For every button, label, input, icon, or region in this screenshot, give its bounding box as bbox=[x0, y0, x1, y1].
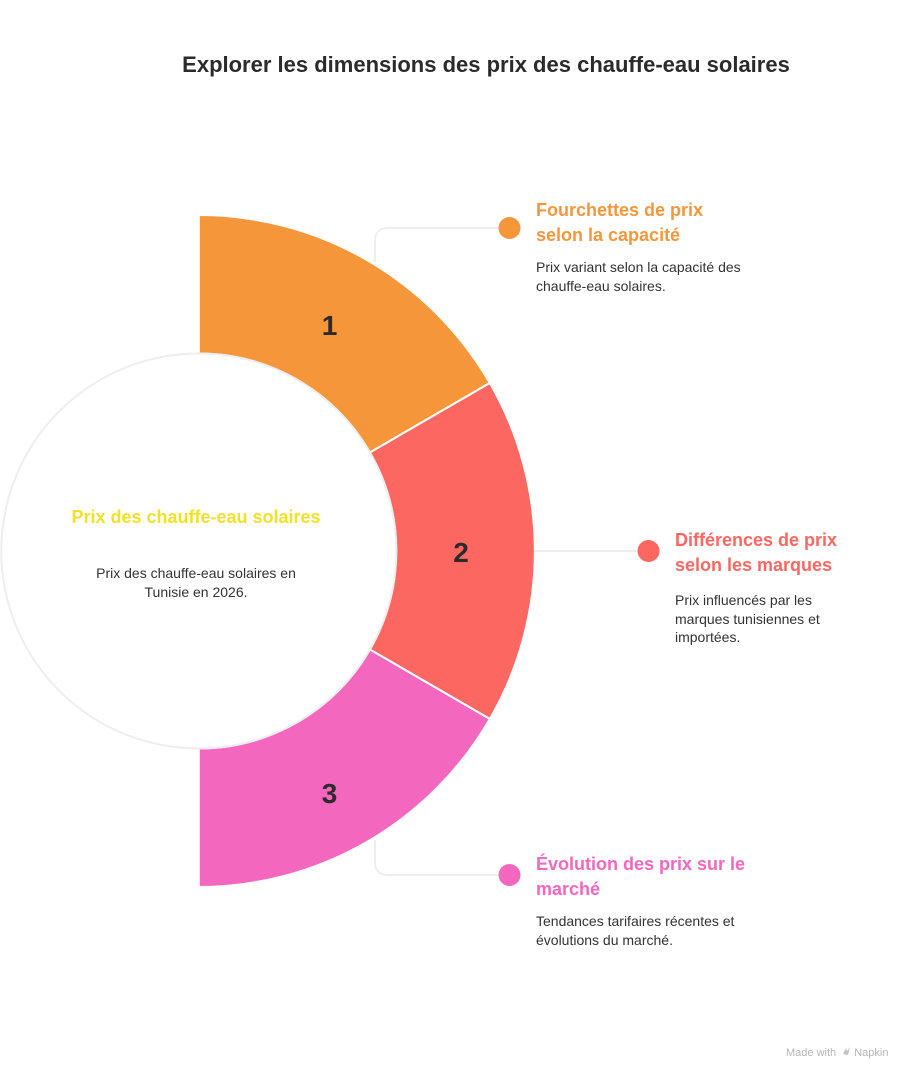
segment-1-number: 1 bbox=[322, 310, 338, 341]
segment-2-title: Différences de prix selon les marques bbox=[675, 530, 838, 575]
segment-1-description: Prix variant selon la capacité des chauf… bbox=[536, 259, 741, 294]
marker-dot-1 bbox=[498, 217, 521, 239]
page-title: Explorer les dimensions des prix des cha… bbox=[182, 52, 790, 77]
segment-1-title: Fourchettes de prix selon la capacité bbox=[536, 200, 704, 245]
connector-1 bbox=[374, 227, 498, 262]
segment-2-description: Prix influencés par les marques tunisien… bbox=[675, 592, 820, 645]
marker-dot-2 bbox=[637, 540, 660, 562]
connector-3 bbox=[374, 840, 498, 876]
segment-3-title: Évolution des prix sur le marché bbox=[536, 854, 746, 899]
footer-made-with: Made with bbox=[786, 1047, 837, 1059]
center-description: Prix des chauffe-eau solaires en Tunisie… bbox=[96, 565, 296, 600]
center-title: Prix des chauffe-eau solaires bbox=[71, 507, 321, 527]
marker-dot-3 bbox=[498, 864, 521, 886]
footer-brand: Napkin bbox=[854, 1047, 889, 1059]
center-circle bbox=[0, 352, 398, 750]
segment-3-number: 3 bbox=[322, 778, 338, 809]
segment-2-number: 2 bbox=[453, 537, 469, 568]
footer-credit[interactable]: Made with Napkin bbox=[786, 1046, 888, 1059]
napkin-logo-icon bbox=[843, 1047, 851, 1055]
segment-3-description: Tendances tarifaires récentes et évoluti… bbox=[536, 913, 735, 948]
